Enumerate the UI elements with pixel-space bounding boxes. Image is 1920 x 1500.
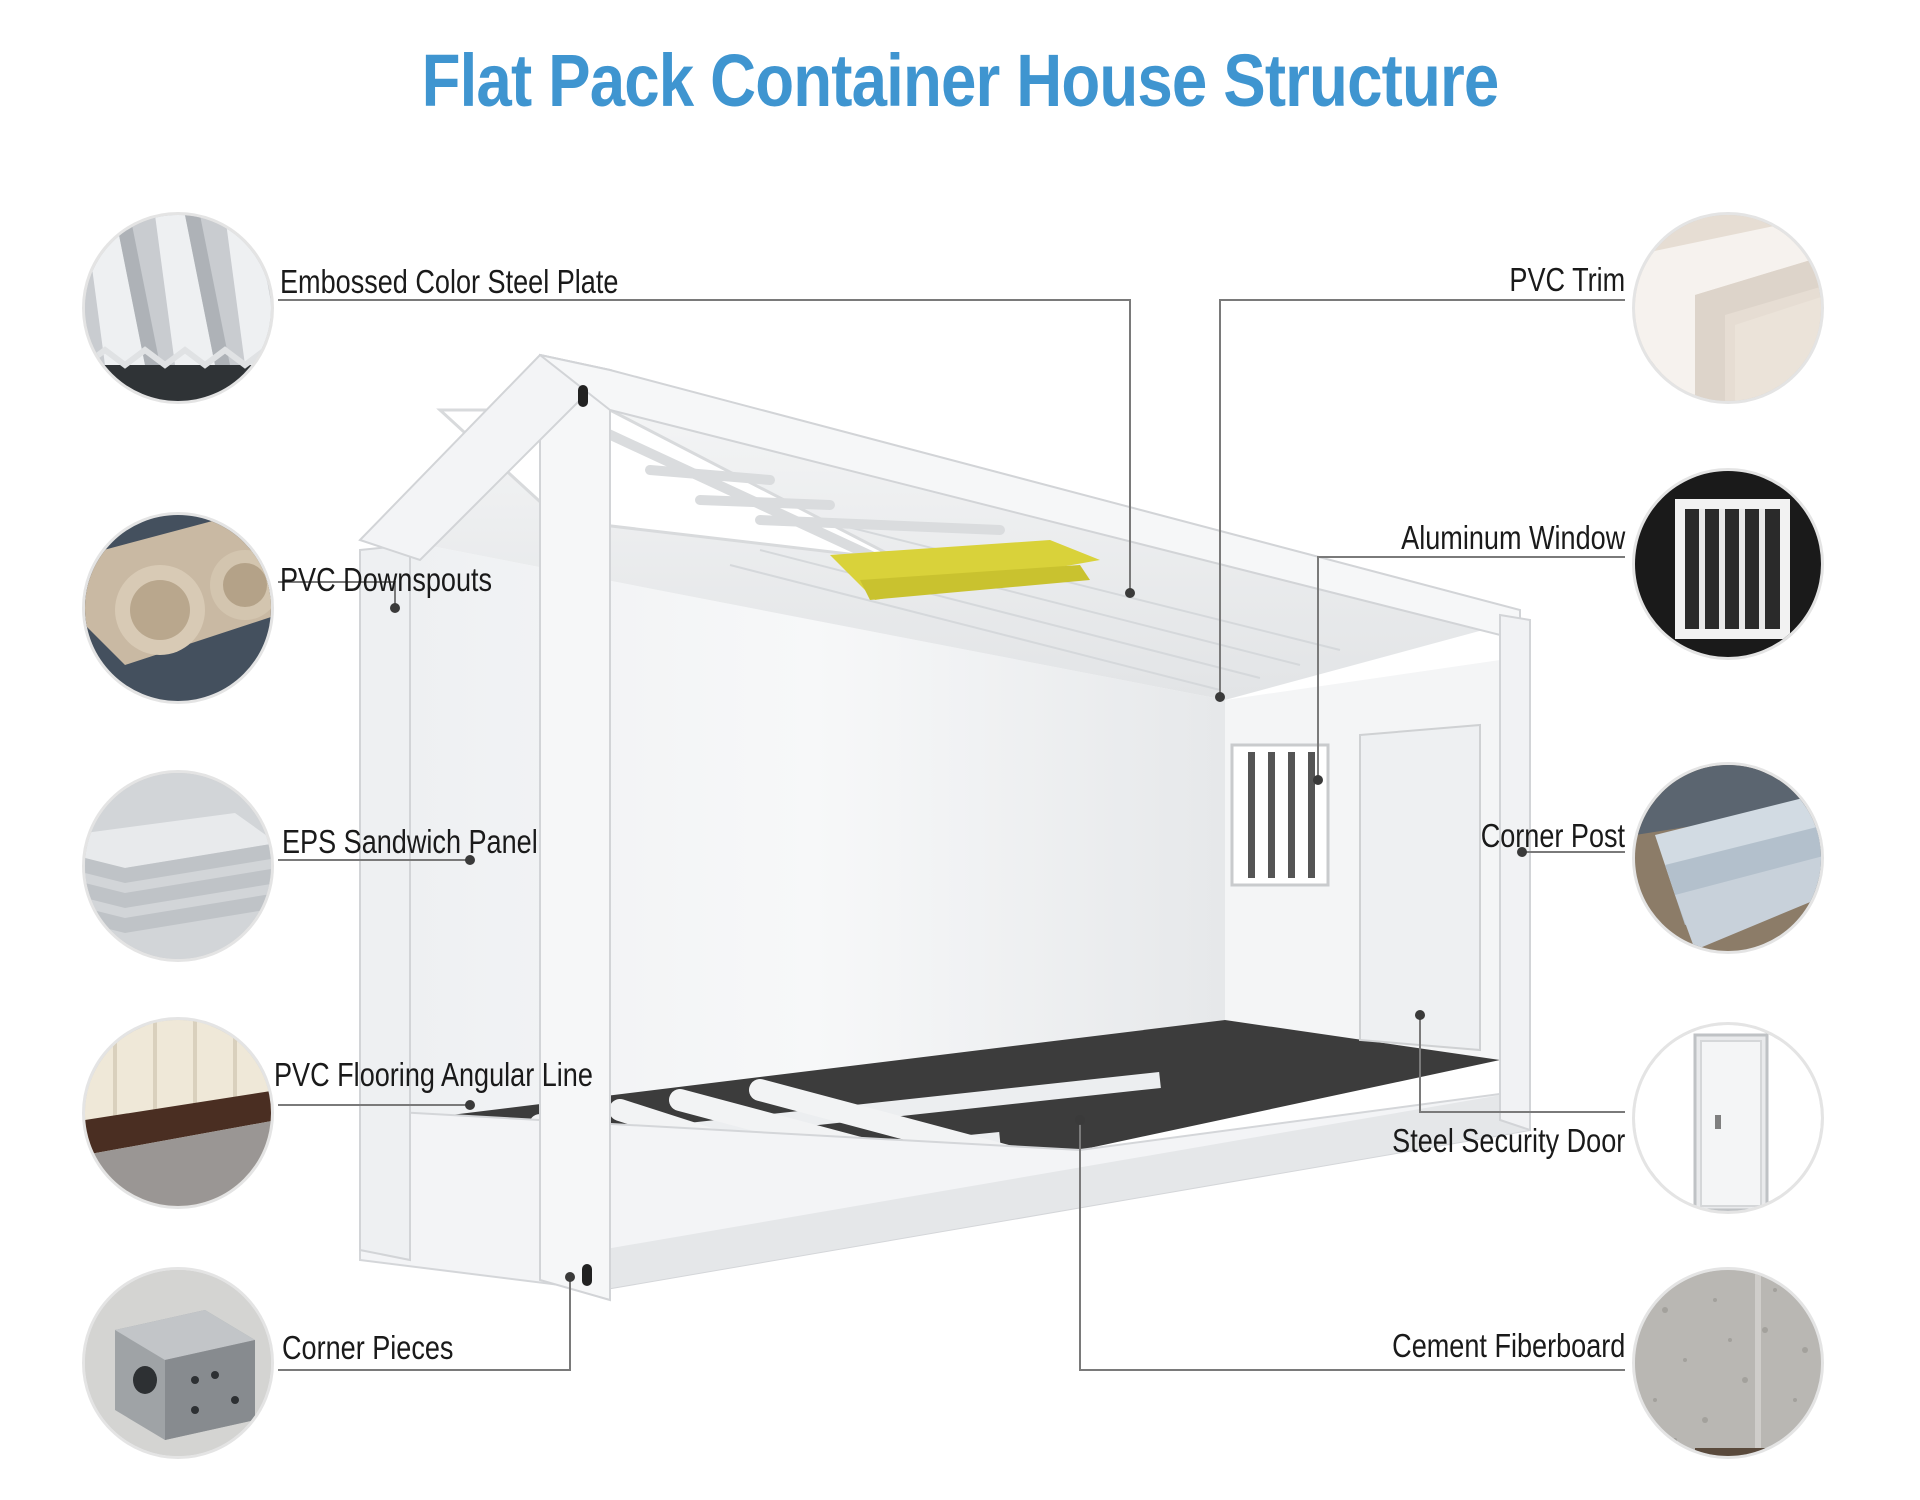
steel-security-door-thumbnail bbox=[1632, 1022, 1824, 1214]
corner-post-thumbnail bbox=[1632, 762, 1824, 954]
container-body bbox=[358, 353, 1531, 1302]
pvc-flooring-line-thumbnail bbox=[82, 1017, 274, 1209]
embossed-steel-plate-thumbnail bbox=[82, 212, 274, 404]
label-pvc-downspouts: PVC Downspouts bbox=[280, 561, 493, 598]
aluminum-window-thumbnail bbox=[1632, 468, 1824, 660]
label-aluminum-window: Aluminum Window bbox=[1400, 519, 1625, 556]
pvc-trim-thumbnail bbox=[1632, 212, 1824, 404]
label-pvc-flooring-angular-line: PVC Flooring Angular Line bbox=[274, 1056, 593, 1093]
corner-pieces-thumbnail bbox=[82, 1267, 274, 1459]
label-corner-pieces: Corner Pieces bbox=[282, 1329, 454, 1366]
eps-sandwich-panel-thumbnail bbox=[82, 770, 274, 962]
label-pvc-trim: PVC Trim bbox=[1509, 261, 1625, 298]
label-eps-sandwich-panel: EPS Sandwich Panel bbox=[282, 823, 538, 860]
label-embossed-steel-plate: Embossed Color Steel Plate bbox=[280, 263, 619, 300]
leader-lines bbox=[278, 299, 1625, 1371]
label-steel-security-door: Steel Security Door bbox=[1391, 1122, 1625, 1159]
label-cement-fiberboard: Cement Fiberboard bbox=[1391, 1327, 1625, 1364]
label-corner-post: Corner Post bbox=[1480, 817, 1625, 854]
leader-dots bbox=[390, 588, 1527, 1282]
cement-fiberboard-thumbnail bbox=[1632, 1267, 1824, 1459]
pvc-downspouts-thumbnail bbox=[82, 512, 274, 704]
page-title: Flat Pack Container House Structure bbox=[421, 39, 1500, 122]
